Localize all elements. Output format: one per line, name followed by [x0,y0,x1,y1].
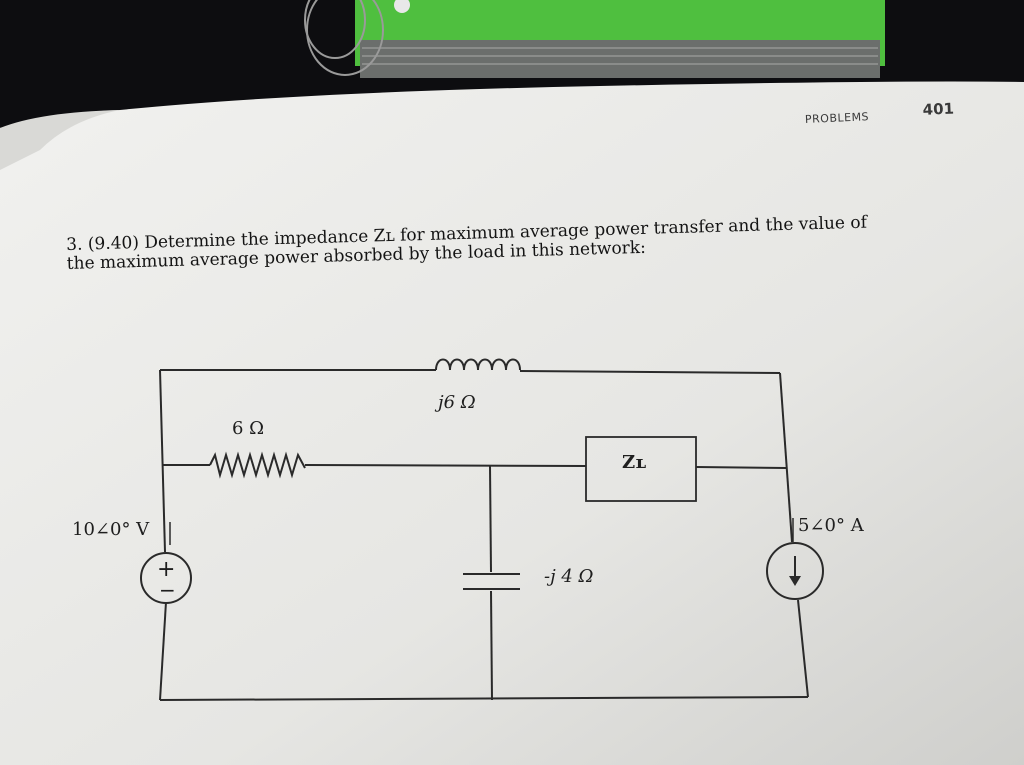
wire-top-right [519,370,781,374]
resistor-label: 6 Ω [232,418,265,439]
voltage-source-plus: + [157,557,176,582]
wire-center-lower [490,590,493,701]
resistor [209,451,306,479]
voltage-source-circle [140,552,192,604]
wire-bottom [159,696,809,701]
current-source-label: 5∠0° A [798,515,864,536]
inductor-label: j6 Ω [438,392,476,413]
wire-mid-center [304,464,587,467]
wire-left-upper [159,369,166,553]
current-arrow-head [789,576,801,586]
inductor [435,358,521,371]
current-source-circle [766,542,824,600]
load-box [585,436,697,502]
voltage-source-label: 10∠0° V [72,519,150,540]
wire-right-lower [797,599,809,698]
wire-left-lower [159,601,167,701]
paper-sheet [0,81,1024,765]
voltage-source-minus: − [159,578,176,602]
wire-right-upper [779,372,793,543]
green-book [355,0,885,78]
wire-binder [304,0,384,76]
wire-center-upper [489,465,492,573]
capacitor-label: -j 4 Ω [544,566,594,587]
load-label: Zʟ [622,452,647,473]
wire-mid-right [695,466,787,469]
